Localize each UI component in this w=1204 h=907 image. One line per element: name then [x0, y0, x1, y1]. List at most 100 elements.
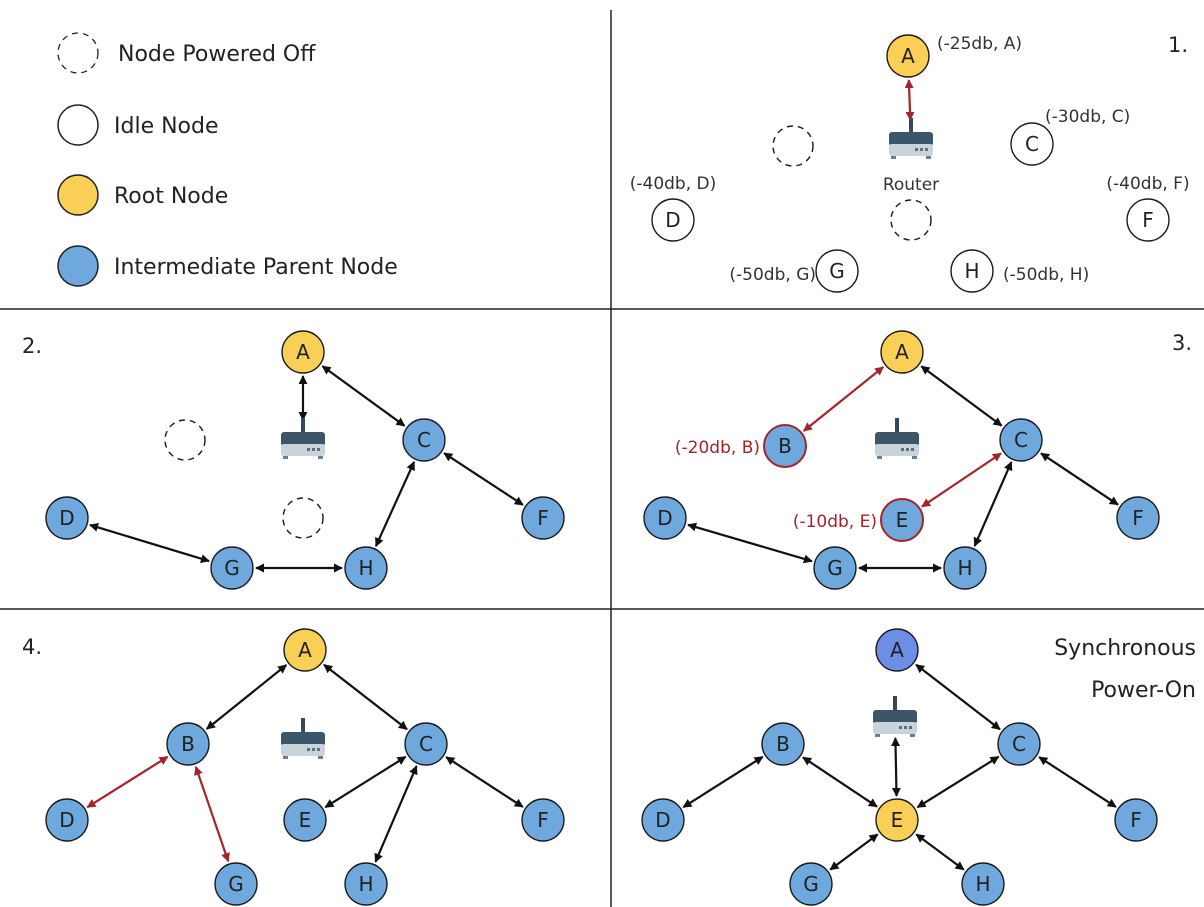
link-B-D — [682, 755, 764, 809]
node-off2 — [282, 497, 324, 539]
node-c: C — [997, 722, 1041, 766]
node-off1 — [772, 125, 814, 167]
node-d: D — [45, 798, 89, 842]
node-a: A(-25db, A) — [886, 34, 1022, 78]
legend-item-intermediate: Intermediate Parent Node — [57, 245, 398, 287]
node-label: A — [890, 638, 904, 662]
node-label: C — [417, 428, 431, 452]
legend-label-root: Root Node — [114, 184, 228, 209]
router-led — [925, 148, 928, 151]
router-antenna — [301, 418, 305, 434]
router-foot — [910, 734, 915, 737]
link-A-C — [920, 365, 1003, 427]
node-c: C — [402, 418, 446, 462]
link-C-F — [1038, 756, 1117, 808]
legend-swatch-powered-off — [57, 32, 99, 74]
node-b: B(-20db, B) — [675, 424, 807, 468]
node-label: A — [296, 340, 310, 364]
legend-item-root: Root Node — [57, 174, 228, 216]
legend-swatch-idle — [57, 104, 99, 146]
node-label: G — [228, 872, 244, 896]
rssi-annotation: (-10db, E) — [793, 512, 877, 532]
link-C-H — [374, 765, 418, 863]
node-circle — [643, 496, 687, 540]
diagram-layer: A(-25db, A)C(-30db, C)D(-40db, D)F(-40db… — [45, 34, 1190, 906]
node-f: F(-40db, F) — [1106, 174, 1190, 242]
node-label: E — [299, 808, 312, 832]
node-label: G — [829, 259, 845, 283]
node-circle — [999, 418, 1043, 462]
node-e: E — [875, 798, 919, 842]
node-label: A — [895, 340, 909, 364]
router-led — [901, 448, 904, 451]
node-label: G — [827, 556, 843, 580]
node-a: A — [875, 628, 919, 672]
node-e: E(-10db, E) — [793, 498, 924, 542]
node-label: C — [1014, 428, 1028, 452]
node-circle — [961, 862, 1005, 906]
router-top — [281, 432, 325, 446]
panel-4: A B C D E F G H — [45, 628, 565, 906]
legend-swatch-intermediate — [57, 245, 99, 287]
node-circle — [880, 498, 924, 542]
link-C-E — [324, 755, 407, 809]
node-circle — [886, 34, 930, 78]
node-h: H(-50db, H) — [950, 249, 1089, 293]
node-circle — [283, 628, 327, 672]
node-circle — [763, 424, 807, 468]
node-f: F — [1116, 496, 1160, 540]
legend-label-powered-off: Node Powered Off — [118, 42, 316, 67]
node-label: G — [803, 872, 819, 896]
router-led — [906, 448, 909, 451]
node-label: A — [298, 638, 312, 662]
link-A-B — [803, 366, 884, 432]
link-E-C — [921, 452, 1002, 508]
node-circle — [890, 199, 932, 241]
node-h: H — [943, 546, 987, 590]
link-C-H — [374, 461, 416, 547]
node-circle — [1116, 496, 1160, 540]
link-G-D — [89, 523, 210, 563]
rssi-annotation: (-50db, H) — [1003, 265, 1089, 285]
node-circle — [344, 862, 388, 906]
link-C-E — [916, 755, 1000, 809]
link-C-F — [1040, 452, 1119, 506]
node-circle — [761, 722, 805, 766]
node-f: F — [521, 798, 565, 842]
link-B-G — [194, 765, 230, 863]
router-top — [281, 732, 325, 746]
rssi-annotation: (-20db, B) — [675, 438, 760, 458]
link-A-B — [206, 664, 287, 730]
node-circle — [283, 798, 327, 842]
node-circle — [943, 546, 987, 590]
node-label: H — [957, 556, 972, 580]
node-circle — [521, 496, 565, 540]
node-circle — [1010, 122, 1054, 166]
node-circle — [166, 722, 210, 766]
router-foot — [891, 156, 896, 159]
router-led — [915, 148, 918, 151]
node-d: D — [45, 496, 89, 540]
node-g: G — [210, 546, 254, 590]
node-circle — [651, 198, 695, 242]
panel-1-title: 1. — [1168, 33, 1188, 57]
node-label: F — [537, 506, 549, 530]
router-icon — [281, 418, 325, 459]
router-base — [281, 744, 325, 756]
router-foot — [283, 456, 288, 459]
link-G-D — [687, 522, 813, 564]
node-label: B — [181, 732, 195, 756]
node-circle — [950, 249, 994, 293]
node-off1 — [164, 419, 206, 461]
panel-5-title-line2: Power-On — [1091, 678, 1196, 703]
node-g: G — [214, 862, 258, 906]
node-h: H — [344, 862, 388, 906]
router-icon — [281, 718, 325, 759]
node-c: C — [404, 722, 448, 766]
node-circle — [282, 497, 324, 539]
node-circle — [813, 546, 857, 590]
node-label: D — [59, 808, 74, 832]
node-e: E — [283, 798, 327, 842]
router-led — [307, 748, 310, 751]
